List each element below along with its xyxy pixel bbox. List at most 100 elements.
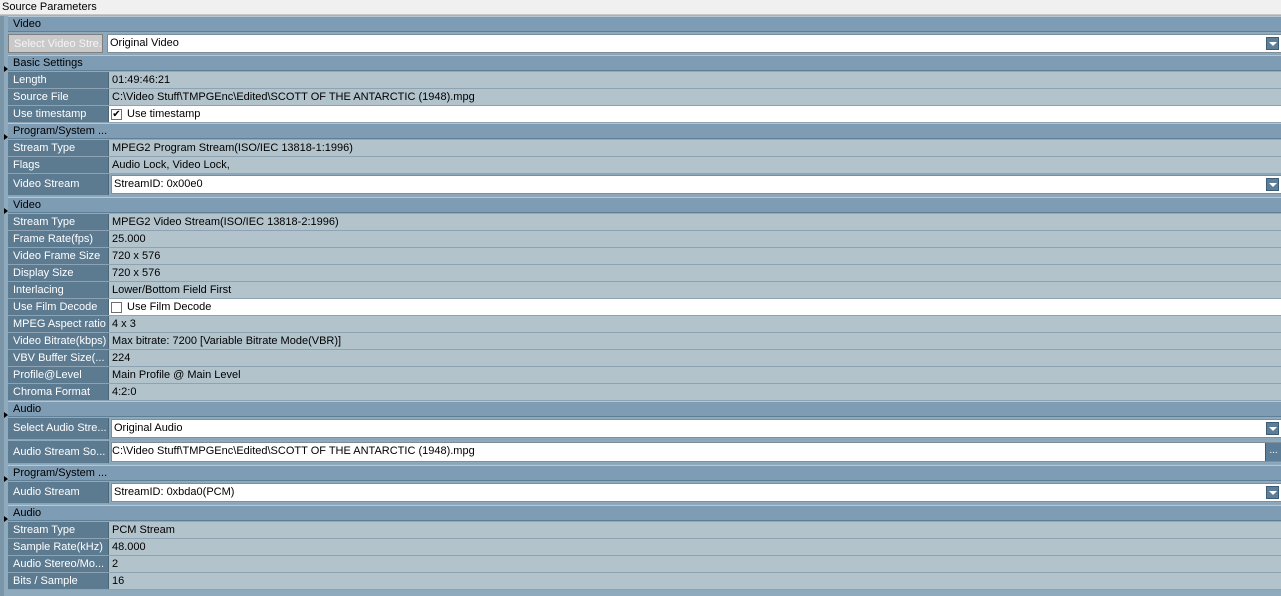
flags-label: Flags bbox=[8, 157, 109, 173]
select-video-stream-value: Original Video bbox=[110, 37, 179, 49]
select-audio-stream-value: Original Audio bbox=[114, 422, 183, 434]
expand-arrow-icon bbox=[4, 516, 8, 522]
film-decode-field[interactable]: Use Film Decode bbox=[109, 299, 1281, 315]
bits-per-sample-value: 16 bbox=[109, 573, 1281, 589]
select-video-stream-dropdown[interactable]: Original Video bbox=[107, 34, 1281, 53]
audio-stream-source-field[interactable]: C:\Video Stuff\TMPGEnc\Edited\SCOTT OF T… bbox=[111, 442, 1281, 462]
section-basic-settings[interactable]: Basic Settings bbox=[4, 55, 1281, 72]
select-video-stream-label[interactable]: Select Video Stre... bbox=[8, 34, 103, 53]
row-audio-stereo: Audio Stereo/Mo... 2 bbox=[8, 556, 1281, 573]
section-label: Audio bbox=[13, 507, 42, 519]
row-audio-stream-type: Stream Type PCM Stream bbox=[8, 522, 1281, 539]
audio-stream-value: StreamID: 0xbda0(PCM) bbox=[114, 486, 235, 498]
chevron-down-icon[interactable] bbox=[1266, 486, 1279, 499]
row-stream-type: Stream Type MPEG2 Program Stream(ISO/IEC… bbox=[8, 140, 1281, 157]
video-stream-value: StreamID: 0x00e0 bbox=[114, 178, 203, 190]
section-audio-top[interactable]: Audio bbox=[4, 401, 1281, 418]
select-audio-stream-dropdown[interactable]: Original Audio bbox=[111, 419, 1281, 438]
frame-size-value: 720 x 576 bbox=[109, 248, 1281, 264]
row-video-stream-type: Stream Type MPEG2 Video Stream(ISO/IEC 1… bbox=[8, 214, 1281, 231]
section-label: Audio bbox=[13, 403, 42, 415]
audio-stream-dropdown[interactable]: StreamID: 0xbda0(PCM) bbox=[111, 483, 1281, 502]
row-length: Length 01:49:46:21 bbox=[8, 72, 1281, 89]
section-label: Video bbox=[13, 199, 41, 211]
row-select-video-stream: Select Video Stre... Original Video bbox=[8, 33, 1281, 55]
video-stream-dropdown[interactable]: StreamID: 0x00e0 bbox=[111, 175, 1281, 194]
audio-stereo-label: Audio Stereo/Mo... bbox=[8, 556, 109, 572]
video-bitrate-value: Max bitrate: 7200 [Variable Bitrate Mode… bbox=[109, 333, 1281, 349]
bits-per-sample-label: Bits / Sample bbox=[8, 573, 109, 589]
section-label: Basic Settings bbox=[13, 57, 83, 69]
interlacing-value: Lower/Bottom Field First bbox=[109, 282, 1281, 298]
source-file-label: Source File bbox=[8, 89, 109, 105]
row-frame-rate: Frame Rate(fps) 25.000 bbox=[8, 231, 1281, 248]
stream-type-value: MPEG2 Program Stream(ISO/IEC 13818-1:199… bbox=[109, 140, 1281, 156]
frame-size-label: Video Frame Size bbox=[8, 248, 109, 264]
profile-level-label: Profile@Level bbox=[8, 367, 109, 383]
section-video[interactable]: Video bbox=[4, 197, 1281, 214]
use-timestamp-field[interactable]: ✔ Use timestamp bbox=[109, 106, 1281, 122]
row-vbv-buffer: VBV Buffer Size(... 224 bbox=[8, 350, 1281, 367]
row-film-decode: Use Film Decode Use Film Decode bbox=[8, 299, 1281, 316]
select-audio-stream-label: Select Audio Stre... bbox=[8, 418, 109, 439]
row-audio-stream: Audio Stream StreamID: 0xbda0(PCM) bbox=[8, 482, 1281, 504]
sample-rate-label: Sample Rate(kHz) bbox=[8, 539, 109, 555]
profile-level-value: Main Profile @ Main Level bbox=[109, 367, 1281, 383]
row-chroma-format: Chroma Format 4:2:0 bbox=[8, 384, 1281, 401]
audio-stream-type-value: PCM Stream bbox=[109, 522, 1281, 538]
window-title: Source Parameters bbox=[0, 0, 1281, 15]
display-size-value: 720 x 576 bbox=[109, 265, 1281, 281]
audio-stream-source-value: C:\Video Stuff\TMPGEnc\Edited\SCOTT OF T… bbox=[112, 445, 475, 457]
expand-arrow-icon bbox=[4, 208, 8, 214]
use-timestamp-text: Use timestamp bbox=[127, 108, 201, 120]
section-program-system[interactable]: Program/System ... bbox=[4, 123, 1281, 140]
row-bits-per-sample: Bits / Sample 16 bbox=[8, 573, 1281, 590]
chevron-down-icon[interactable] bbox=[1266, 422, 1279, 435]
section-label: Video bbox=[13, 18, 41, 30]
audio-stereo-value: 2 bbox=[109, 556, 1281, 572]
audio-stream-source-label: Audio Stream So... bbox=[8, 441, 109, 463]
row-source-file: Source File C:\Video Stuff\TMPGEnc\Edite… bbox=[8, 89, 1281, 106]
row-select-audio-stream: Select Audio Stre... Original Audio bbox=[8, 418, 1281, 440]
video-stream-label: Video Stream bbox=[8, 174, 109, 195]
frame-rate-value: 25.000 bbox=[109, 231, 1281, 247]
film-decode-checkbox[interactable] bbox=[111, 301, 122, 313]
browse-button[interactable]: ... bbox=[1265, 443, 1281, 461]
video-stream-type-value: MPEG2 Video Stream(ISO/IEC 13818-2:1996) bbox=[109, 214, 1281, 230]
section-video-top[interactable]: Video bbox=[8, 16, 1281, 32]
row-interlacing: Interlacing Lower/Bottom Field First bbox=[8, 282, 1281, 299]
row-use-timestamp: Use timestamp ✔ Use timestamp bbox=[8, 106, 1281, 123]
row-aspect-ratio: MPEG Aspect ratio 4 x 3 bbox=[8, 316, 1281, 333]
expand-arrow-icon bbox=[4, 412, 8, 418]
use-timestamp-label: Use timestamp bbox=[8, 106, 109, 122]
expand-arrow-icon bbox=[4, 66, 8, 72]
audio-stream-label: Audio Stream bbox=[8, 482, 109, 503]
chevron-down-icon[interactable] bbox=[1266, 178, 1279, 191]
row-display-size: Display Size 720 x 576 bbox=[8, 265, 1281, 282]
property-grid: Video Select Video Stre... Original Vide… bbox=[0, 16, 1281, 596]
video-stream-type-label: Stream Type bbox=[8, 214, 109, 230]
flags-value: Audio Lock, Video Lock, bbox=[109, 157, 1281, 173]
row-profile-level: Profile@Level Main Profile @ Main Level bbox=[8, 367, 1281, 384]
source-file-value: C:\Video Stuff\TMPGEnc\Edited\SCOTT OF T… bbox=[109, 89, 1281, 105]
sample-rate-value: 48.000 bbox=[109, 539, 1281, 555]
aspect-ratio-value: 4 x 3 bbox=[109, 316, 1281, 332]
frame-rate-label: Frame Rate(fps) bbox=[8, 231, 109, 247]
chevron-down-icon[interactable] bbox=[1266, 37, 1279, 50]
section-program-system-audio[interactable]: Program/System ... bbox=[4, 465, 1281, 482]
row-flags: Flags Audio Lock, Video Lock, bbox=[8, 157, 1281, 174]
vbv-buffer-value: 224 bbox=[109, 350, 1281, 366]
length-label: Length bbox=[8, 72, 109, 88]
section-label: Program/System ... bbox=[13, 467, 108, 479]
expand-arrow-icon bbox=[4, 134, 8, 140]
stream-type-label: Stream Type bbox=[8, 140, 109, 156]
row-audio-stream-source: Audio Stream So... C:\Video Stuff\TMPGEn… bbox=[8, 441, 1281, 464]
row-frame-size: Video Frame Size 720 x 576 bbox=[8, 248, 1281, 265]
audio-stream-type-label: Stream Type bbox=[8, 522, 109, 538]
row-video-bitrate: Video Bitrate(kbps) Max bitrate: 7200 [V… bbox=[8, 333, 1281, 350]
section-audio[interactable]: Audio bbox=[4, 505, 1281, 522]
film-decode-text: Use Film Decode bbox=[127, 301, 212, 313]
vbv-buffer-label: VBV Buffer Size(... bbox=[8, 350, 109, 366]
section-label: Program/System ... bbox=[13, 125, 108, 137]
use-timestamp-checkbox[interactable]: ✔ bbox=[111, 108, 122, 120]
